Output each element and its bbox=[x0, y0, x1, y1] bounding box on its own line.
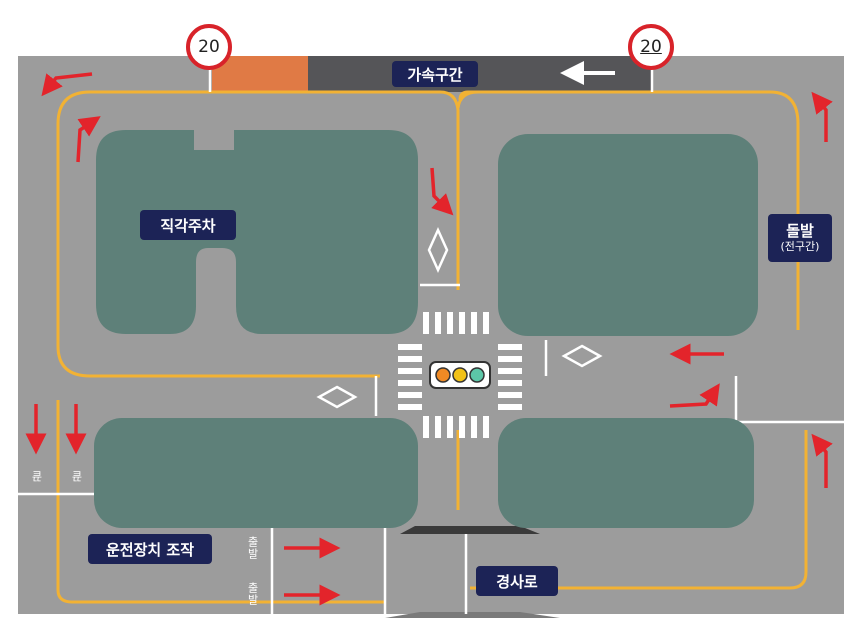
arrow-right-turn bbox=[669, 383, 720, 408]
finish-marking-1: 끝 bbox=[31, 470, 44, 482]
label-acceleration-zone: 가속구간 bbox=[392, 61, 478, 87]
arrow-left-up bbox=[76, 116, 101, 163]
bottom-right-block bbox=[498, 418, 754, 528]
label-slope: 경사로 bbox=[476, 566, 558, 596]
speed-sign-left: 20 bbox=[186, 24, 232, 70]
diamond-markings bbox=[316, 226, 603, 409]
start-marking-2: 출발 bbox=[246, 582, 259, 606]
finish-marking-2: 끝 bbox=[71, 470, 84, 482]
sudden-stop-sub: (전구간) bbox=[780, 240, 820, 254]
accel-start-zone bbox=[212, 56, 308, 92]
white-lines bbox=[18, 66, 844, 614]
crosswalks bbox=[398, 312, 522, 438]
arrow-center-down bbox=[430, 167, 454, 216]
slope-band bbox=[400, 526, 540, 534]
speed-sign-right: 20 bbox=[628, 24, 674, 70]
lane-lines bbox=[56, 90, 808, 604]
arrow-top-left bbox=[41, 72, 93, 97]
label-sudden-stop: 돌발 (전구간) bbox=[768, 214, 832, 262]
sudden-stop-title: 돌발 bbox=[786, 222, 814, 241]
slope-bottom-edge bbox=[385, 612, 560, 618]
arrow-right-lower-up bbox=[811, 433, 833, 488]
parking-block bbox=[96, 130, 418, 334]
direction-arrows bbox=[25, 72, 833, 606]
traffic-light bbox=[429, 361, 491, 389]
label-device-operation: 운전장치 조작 bbox=[88, 534, 212, 564]
start-marking-1: 출발 bbox=[246, 536, 259, 560]
arrow-right-up bbox=[811, 91, 833, 142]
bottom-left-block bbox=[94, 418, 418, 528]
label-parking: 직각주차 bbox=[140, 210, 236, 240]
top-right-block bbox=[498, 134, 758, 336]
